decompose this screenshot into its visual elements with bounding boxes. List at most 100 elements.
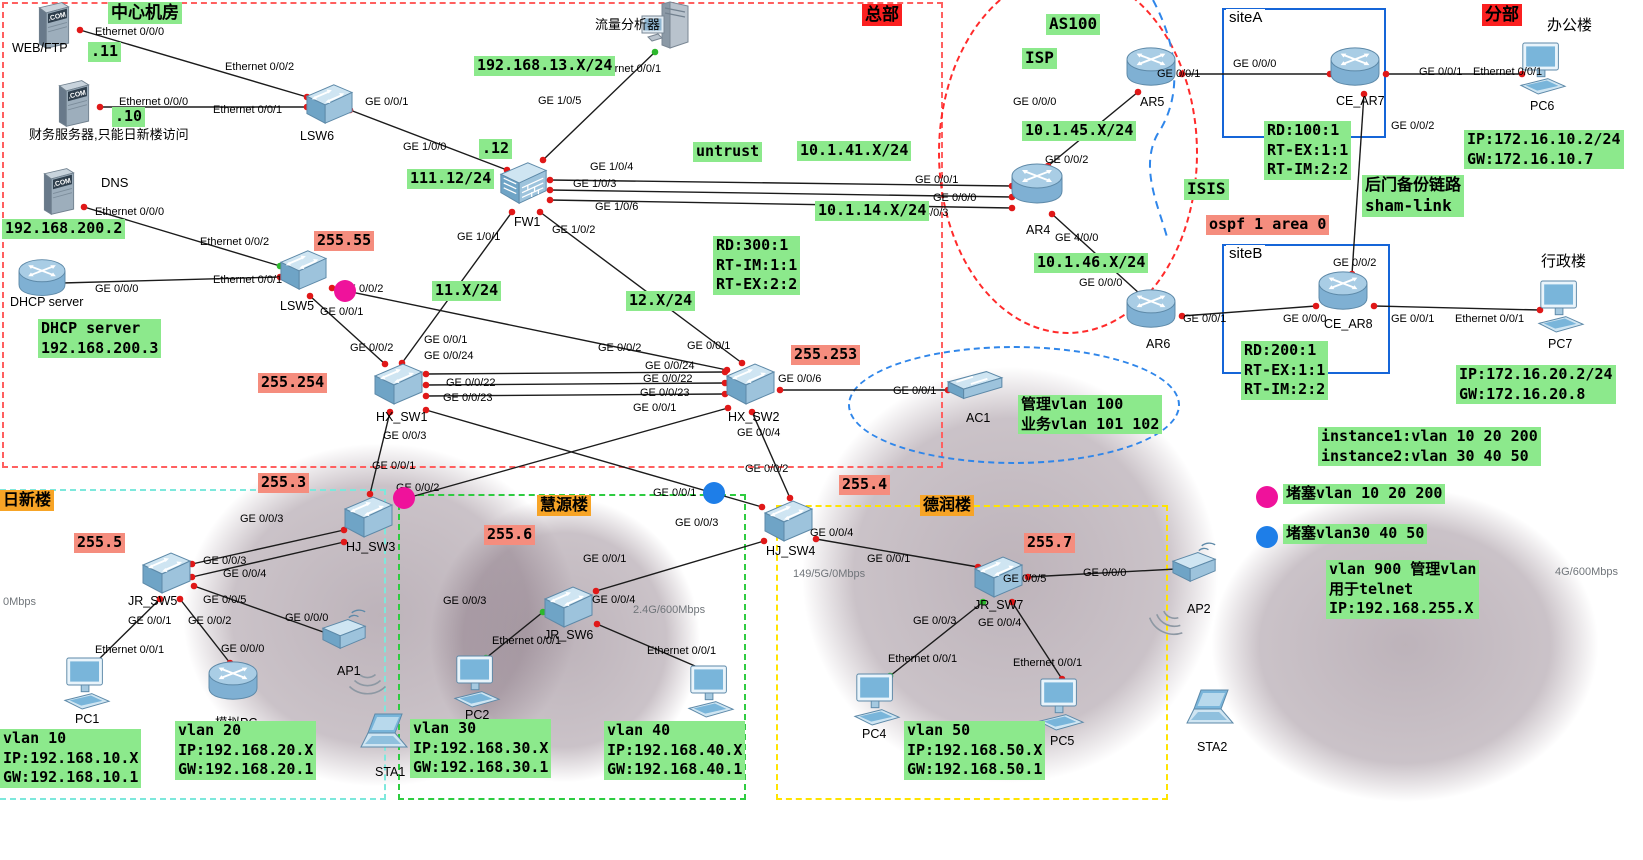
device-lsw6[interactable]	[302, 80, 356, 128]
device-ap2[interactable]	[1170, 541, 1220, 589]
device-label-ce-ar7: CE_AR7	[1336, 94, 1385, 108]
isp-as100-ellipse	[938, 0, 1198, 334]
device-pc1[interactable]	[62, 656, 112, 712]
device-pc4[interactable]	[852, 672, 902, 728]
annotation-41: 255.7	[1024, 533, 1076, 553]
annotation-15: 后门备份链路 sham-link	[1362, 175, 1465, 217]
annotation-13: ISIS	[1184, 179, 1229, 200]
pc-icon	[1537, 280, 1585, 333]
device-pc6[interactable]	[1518, 40, 1568, 98]
port-label: GE 1/0/1	[457, 231, 501, 243]
pc-icon	[1037, 678, 1085, 731]
annotation-43: 总部	[862, 4, 902, 27]
device-ac1[interactable]	[944, 364, 1006, 406]
annotation-36: 255.253	[791, 345, 861, 365]
device-label-pc4: PC4	[862, 727, 887, 741]
device-hx-sw1[interactable]	[370, 358, 426, 410]
device-ar4[interactable]	[1008, 160, 1066, 210]
device-ce-ar8[interactable]	[1314, 268, 1372, 316]
port-label: GE 0/0/3	[240, 513, 284, 525]
device-label-ar5: AR5	[1140, 95, 1165, 109]
port-label: GE 0/0/3	[913, 615, 957, 627]
device-dhcp-server[interactable]	[14, 256, 70, 302]
ap-icon	[1171, 542, 1217, 583]
device-ce-ar7[interactable]	[1326, 44, 1384, 92]
port-label: Ethernet 0/0/1	[1455, 313, 1525, 325]
device-fw1[interactable]	[496, 156, 550, 210]
device-pc7[interactable]	[1536, 278, 1586, 336]
port-label: GE 0/0/1	[365, 96, 409, 108]
device-finance-server[interactable]: .COM	[48, 78, 100, 128]
port-label: Ethernet 0/0/0	[119, 96, 189, 108]
device-label-hx-sw1: HX_SW1	[376, 410, 428, 424]
device-label-sta1: STA1	[375, 765, 406, 779]
device-jr-sw5[interactable]	[138, 548, 194, 598]
server-icon: .COM	[43, 168, 75, 216]
annotation-31: vlan 30 IP:192.168.30.X GW:192.168.30.1	[410, 719, 552, 778]
switch-icon	[543, 586, 594, 628]
device-label-jr-sw7: JR_SW7	[974, 598, 1024, 612]
device-sim-pc[interactable]	[204, 658, 262, 706]
device-sta1[interactable]	[358, 712, 414, 758]
block-marker-pink	[1256, 486, 1278, 508]
port-label: Ethernet 0/0/2	[200, 236, 270, 248]
port-label: Ethernet 0/0/0	[95, 26, 165, 38]
annotation-28: DHCP server 192.168.200.3	[38, 319, 162, 358]
router-icon	[208, 661, 258, 700]
annotation-1: .11	[88, 42, 122, 62]
device-jr-sw7[interactable]	[970, 552, 1026, 602]
port-label: GE 0/0/0	[1233, 58, 1277, 70]
device-sta2[interactable]	[1184, 688, 1240, 734]
port-label: GE 0/0/3	[383, 430, 427, 442]
switch-icon	[343, 496, 394, 538]
device-ar6[interactable]	[1122, 286, 1180, 334]
port-label: GE 0/0/3	[443, 595, 487, 607]
switch-icon	[279, 250, 328, 290]
device-jr-sw6[interactable]	[540, 582, 596, 632]
annotation-50: 流量分析器	[595, 17, 661, 32]
annotation-4: .12	[479, 139, 513, 159]
device-hx-sw2[interactable]	[722, 358, 778, 410]
annotation-2: .10	[112, 107, 146, 127]
device-hj-sw4[interactable]	[760, 496, 816, 546]
annotation-39: 255.5	[74, 533, 126, 553]
device-label-pc6: PC6	[1530, 99, 1555, 113]
port-label: GE 0/0/1	[633, 402, 677, 414]
annotation-42: ospf 1 area 0	[1206, 215, 1330, 235]
port-label: GE 0/0/1	[320, 306, 364, 318]
port-label: GE 0/0/24	[645, 360, 695, 372]
block-marker-pink	[334, 280, 356, 302]
port-label: GE 0/0/3	[203, 555, 247, 567]
device-dns-server[interactable]: .COM	[34, 166, 84, 216]
annotation-55: 2.4G/600Mbps	[633, 604, 706, 616]
device-traffic-analyzer[interactable]	[638, 0, 694, 54]
device-pc2[interactable]	[452, 654, 502, 710]
port-label: Ethernet 0/0/1	[213, 104, 283, 116]
switch-icon	[725, 363, 776, 405]
port-label: Ethernet 0/0/1	[888, 653, 958, 665]
switch-icon	[305, 84, 354, 124]
device-label-fw1: FW1	[514, 215, 541, 229]
port-label: Ethernet 0/0/1	[1013, 657, 1083, 669]
pc-icon	[1519, 42, 1567, 95]
port-label: GE 0/0/1	[1183, 313, 1227, 325]
device-lsw5[interactable]	[276, 246, 330, 294]
port-label: GE 0/0/2	[745, 463, 789, 475]
device-label-ar6: AR6	[1146, 337, 1171, 351]
device-label-pc5: PC5	[1050, 734, 1075, 748]
device-hj-sw3[interactable]	[340, 492, 396, 542]
device-pc5[interactable]	[1036, 676, 1086, 734]
port-label: GE 0/0/4	[592, 594, 636, 606]
device-pc3[interactable]	[686, 664, 736, 720]
annotation-18: IP:172.16.10.2/24 GW:172.16.10.7	[1464, 130, 1624, 169]
device-label-hx-sw2: HX_SW2	[728, 410, 780, 424]
port-label: GE 0/0/4	[810, 527, 854, 539]
server-icon: .COM	[38, 2, 70, 50]
annotation-52: 行政楼	[1541, 253, 1587, 270]
annotation-46: 慧源楼	[537, 495, 592, 516]
device-web-ftp-server[interactable]: .COM	[28, 0, 80, 50]
port-label: GE 4/0/0	[1055, 232, 1099, 244]
port-label: GE 0/0/1	[1391, 313, 1435, 325]
port-label: GE 0/0/23	[640, 387, 690, 399]
